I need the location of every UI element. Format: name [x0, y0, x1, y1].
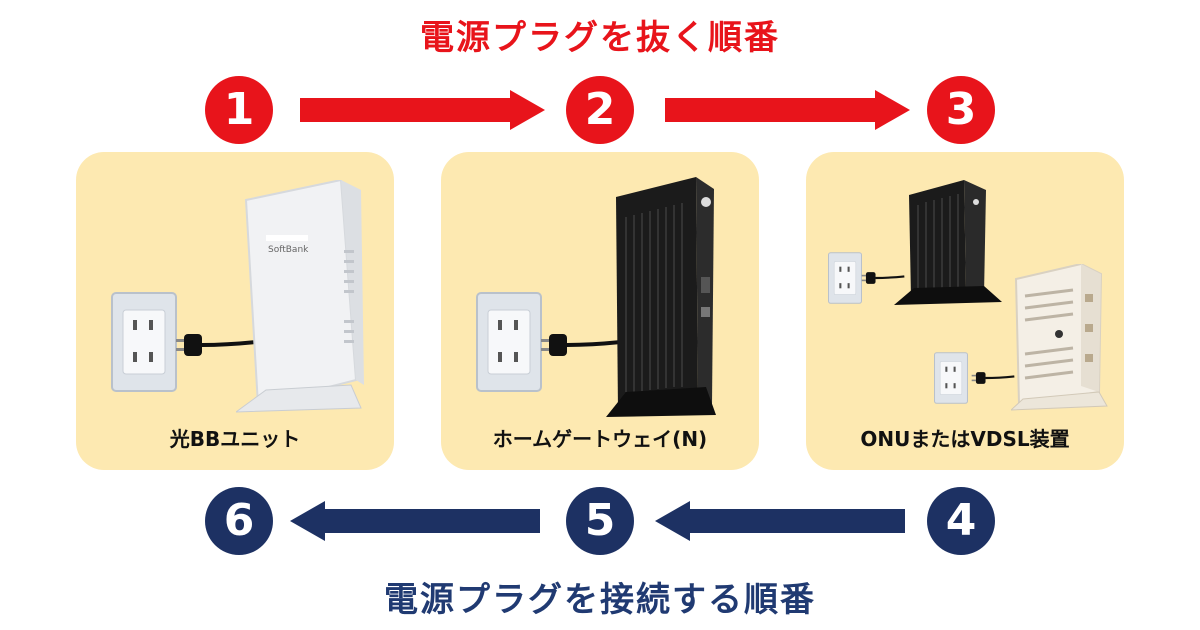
step-1-badge: 1 [205, 76, 273, 144]
step-5-badge: 5 [566, 487, 634, 555]
card-hikari-bb-unit: SoftBank 光BBユニット [76, 152, 394, 470]
card-label-home-gateway: ホームゲートウェイ(N) [492, 427, 708, 451]
step-6-badge: 6 [205, 487, 273, 555]
wall-outlet-icon [476, 292, 542, 392]
power-plug-icon [971, 372, 1015, 384]
wall-outlet-icon [934, 352, 968, 404]
vdsl-white-device-icon [1011, 264, 1108, 411]
home-gateway-router-icon [606, 177, 716, 417]
svg-text:SoftBank: SoftBank [268, 245, 309, 255]
plug-in-order-title: 電源プラグを接続する順番 [384, 580, 816, 620]
wall-outlet-icon [828, 252, 862, 304]
card-home-gateway: ホームゲートウェイ(N) [441, 152, 759, 470]
step-4-badge: 4 [927, 487, 995, 555]
arrow-left-1-icon [290, 501, 540, 541]
hikari-bb-unit-router-icon: SoftBank [236, 180, 364, 413]
card-onu-vdsl: ONUまたはVDSL装置 [806, 152, 1124, 470]
unplug-order-title: 電源プラグを抜く順番 [420, 18, 780, 58]
power-plug-icon [861, 272, 905, 284]
arrow-right-2-icon [665, 90, 910, 130]
wall-outlet-icon [111, 292, 177, 392]
step-3-badge: 3 [927, 76, 995, 144]
card-label-onu-vdsl: ONUまたはVDSL装置 [860, 427, 1070, 451]
card-label-hikari-bb-unit: 光BBユニット [169, 427, 301, 451]
onu-black-device-icon [894, 180, 1002, 305]
power-plug-icon [541, 334, 621, 356]
arrow-left-2-icon [655, 501, 905, 541]
power-plug-icon [176, 334, 256, 356]
step-2-badge: 2 [566, 76, 634, 144]
arrow-right-1-icon [300, 90, 545, 130]
